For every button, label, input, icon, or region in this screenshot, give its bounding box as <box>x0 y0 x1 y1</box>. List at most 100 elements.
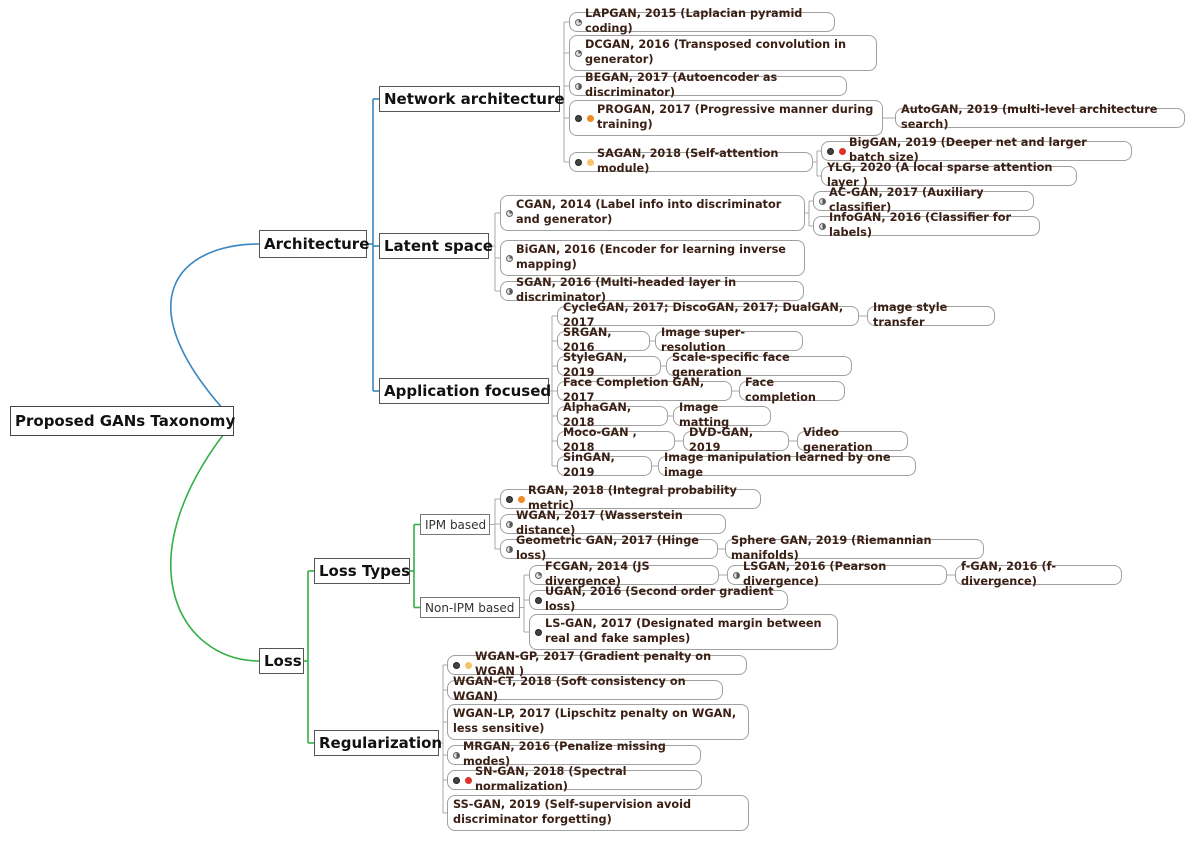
node-label: CGAN, 2014 (Label info into discriminato… <box>516 198 782 226</box>
node-autogan: AutoGAN, 2019 (multi-level architecture … <box>895 103 1185 131</box>
connector <box>170 243 260 422</box>
node-ssgan: SS-GAN, 2019 (Self-supervision avoid dis… <box>447 795 749 831</box>
node-ylg: YLG, 2020 (A local sparse attention laye… <box>821 161 1077 189</box>
node-rgan: RGAN, 2018 (Integral probability metric) <box>500 484 761 512</box>
orange-dot-icon <box>585 114 594 122</box>
node-label: Regularization <box>319 734 443 752</box>
node-label: BEGAN, 2017 (Autoencoder as discriminato… <box>585 71 778 99</box>
filled-circle-icon <box>827 147 834 155</box>
node-ltype: Loss Types <box>314 558 410 584</box>
node-infogan: InfoGAN, 2016 (Classifier for labels) <box>813 211 1040 239</box>
node-label: Non-IPM based <box>425 600 515 615</box>
progress-pie-icon <box>506 520 513 528</box>
progress-pie-icon <box>575 82 582 90</box>
node-label: SGAN, 2016 (Multi-headed layer in discri… <box>516 276 737 304</box>
node-mocogan: Moco-GAN , 2018 <box>557 426 675 454</box>
node-progan: PROGAN, 2017 (Progressive manner during … <box>569 100 883 136</box>
node-label: YLG, 2020 (A local sparse attention laye… <box>827 161 1053 189</box>
progress-pie-icon <box>506 287 513 295</box>
node-label: Latent space <box>384 237 493 255</box>
node-label: AC-GAN, 2017 (Auxiliary classifier) <box>829 186 984 214</box>
filled-circle-icon <box>535 628 542 636</box>
node-loss: Loss <box>259 648 304 674</box>
node-label: WGAN-LP, 2017 (Lipschitz penalty on WGAN… <box>453 707 737 735</box>
node-label: Network architecture <box>384 90 565 108</box>
node-manip: Image manipulation learned by one image <box>658 451 916 479</box>
node-superres: Image super-resolution <box>655 326 803 354</box>
node-label: DCGAN, 2016 (Transposed convolution in g… <box>585 38 847 66</box>
yellow-dot-icon <box>585 158 594 166</box>
progress-pie-icon <box>506 254 513 262</box>
node-facegen: Scale-specific face generation <box>666 351 852 379</box>
node-nipm: Non-IPM based <box>420 597 520 618</box>
node-wganlp: WGAN-LP, 2017 (Lipschitz penalty on WGAN… <box>447 704 749 740</box>
node-label: IPM based <box>425 517 487 532</box>
node-label: Loss Types <box>319 562 411 580</box>
filled-circle-icon <box>535 596 542 604</box>
filled-circle-icon <box>575 158 582 166</box>
node-ipm: IPM based <box>420 514 490 535</box>
node-label: Sphere GAN, 2019 (Riemannian manifolds) <box>731 534 932 562</box>
node-wganct: WGAN-CT, 2018 (Soft consistency on WGAN) <box>447 675 723 703</box>
node-net: Network architecture <box>379 86 565 112</box>
node-acgan: AC-GAN, 2017 (Auxiliary classifier) <box>813 186 1034 214</box>
filled-circle-icon <box>453 776 460 784</box>
node-label: StyleGAN, 2019 <box>563 351 628 379</box>
node-lapgan: LAPGAN, 2015 (Laplacian pyramid coding) <box>569 7 835 35</box>
node-label: Proposed GANs Taxonomy <box>15 412 236 430</box>
yellow-dot-icon <box>463 661 472 669</box>
node-label: f-GAN, 2016 (f-divergence) <box>961 560 1057 588</box>
node-label: LS-GAN, 2017 (Designated margin between … <box>545 617 822 645</box>
node-label: SAGAN, 2018 (Self-attention module) <box>597 147 779 175</box>
node-label: SS-GAN, 2019 (Self-supervision avoid dis… <box>453 798 692 826</box>
node-label: SRGAN, 2016 <box>563 326 612 354</box>
node-cgan: CGAN, 2014 (Label info into discriminato… <box>500 195 805 231</box>
node-label: RGAN, 2018 (Integral probability metric) <box>528 484 737 512</box>
node-wgan: WGAN, 2017 (Wasserstein distance) <box>500 509 726 537</box>
node-label: Face Completion GAN, 2017 <box>563 376 705 404</box>
node-label: LSGAN, 2016 (Pearson divergence) <box>743 560 887 588</box>
node-lsgan: LSGAN, 2016 (Pearson divergence) <box>727 560 947 588</box>
node-alphagan: AlphaGAN, 2018 <box>557 401 668 429</box>
node-geogan: Geometric GAN, 2017 (Hinge loss) <box>500 534 718 562</box>
node-label: WGAN-GP, 2017 (Gradient penalty on WGAN … <box>475 650 712 678</box>
progress-pie-icon <box>535 571 542 579</box>
filled-circle-icon <box>506 495 513 503</box>
node-srgan: SRGAN, 2016 <box>557 326 650 354</box>
orange-dot-icon <box>516 495 525 503</box>
node-label: DVD-GAN, 2019 <box>689 426 754 454</box>
node-reg: Regularization <box>314 730 443 756</box>
node-cyc: CycleGAN, 2017; DiscoGAN, 2017; DualGAN,… <box>557 301 859 329</box>
node-label: AlphaGAN, 2018 <box>563 401 632 429</box>
progress-pie-icon <box>575 49 582 57</box>
progress-pie-icon <box>819 197 826 205</box>
node-label: FCGAN, 2014 (JS divergence) <box>545 560 650 588</box>
node-label: SinGAN, 2019 <box>563 451 615 479</box>
node-sagan: SAGAN, 2018 (Self-attention module) <box>569 147 813 175</box>
node-label: Image matting <box>679 401 730 429</box>
node-stylegan: StyleGAN, 2019 <box>557 351 661 379</box>
node-label: AutoGAN, 2019 (multi-level architecture … <box>901 103 1158 131</box>
node-sphere: Sphere GAN, 2019 (Riemannian manifolds) <box>725 534 984 562</box>
node-lsgan2: LS-GAN, 2017 (Designated margin between … <box>529 614 838 650</box>
node-matting: Image matting <box>673 401 771 429</box>
node-label: Image manipulation learned by one image <box>664 451 891 479</box>
node-fcgan: FCGAN, 2014 (JS divergence) <box>529 560 719 588</box>
node-label: Loss <box>264 652 302 670</box>
node-label: Moco-GAN , 2018 <box>563 426 637 454</box>
red-dot-icon <box>463 776 472 784</box>
node-bigan: BiGAN, 2016 (Encoder for learning invers… <box>500 240 805 276</box>
node-label: InfoGAN, 2016 (Classifier for labels) <box>829 211 1012 239</box>
node-fgan: f-GAN, 2016 (f-divergence) <box>955 560 1122 588</box>
node-ugan: UGAN, 2016 (Second order gradient loss) <box>529 585 788 613</box>
node-label: Video generation <box>803 426 873 454</box>
node-singan: SinGAN, 2019 <box>557 451 652 479</box>
node-label: WGAN, 2017 (Wasserstein distance) <box>516 509 683 537</box>
node-root: Proposed GANs Taxonomy <box>10 406 236 436</box>
connector <box>170 420 260 662</box>
red-dot-icon <box>837 147 846 155</box>
progress-pie-icon <box>575 18 582 26</box>
progress-pie-icon <box>819 222 826 230</box>
filled-circle-icon <box>453 661 460 669</box>
